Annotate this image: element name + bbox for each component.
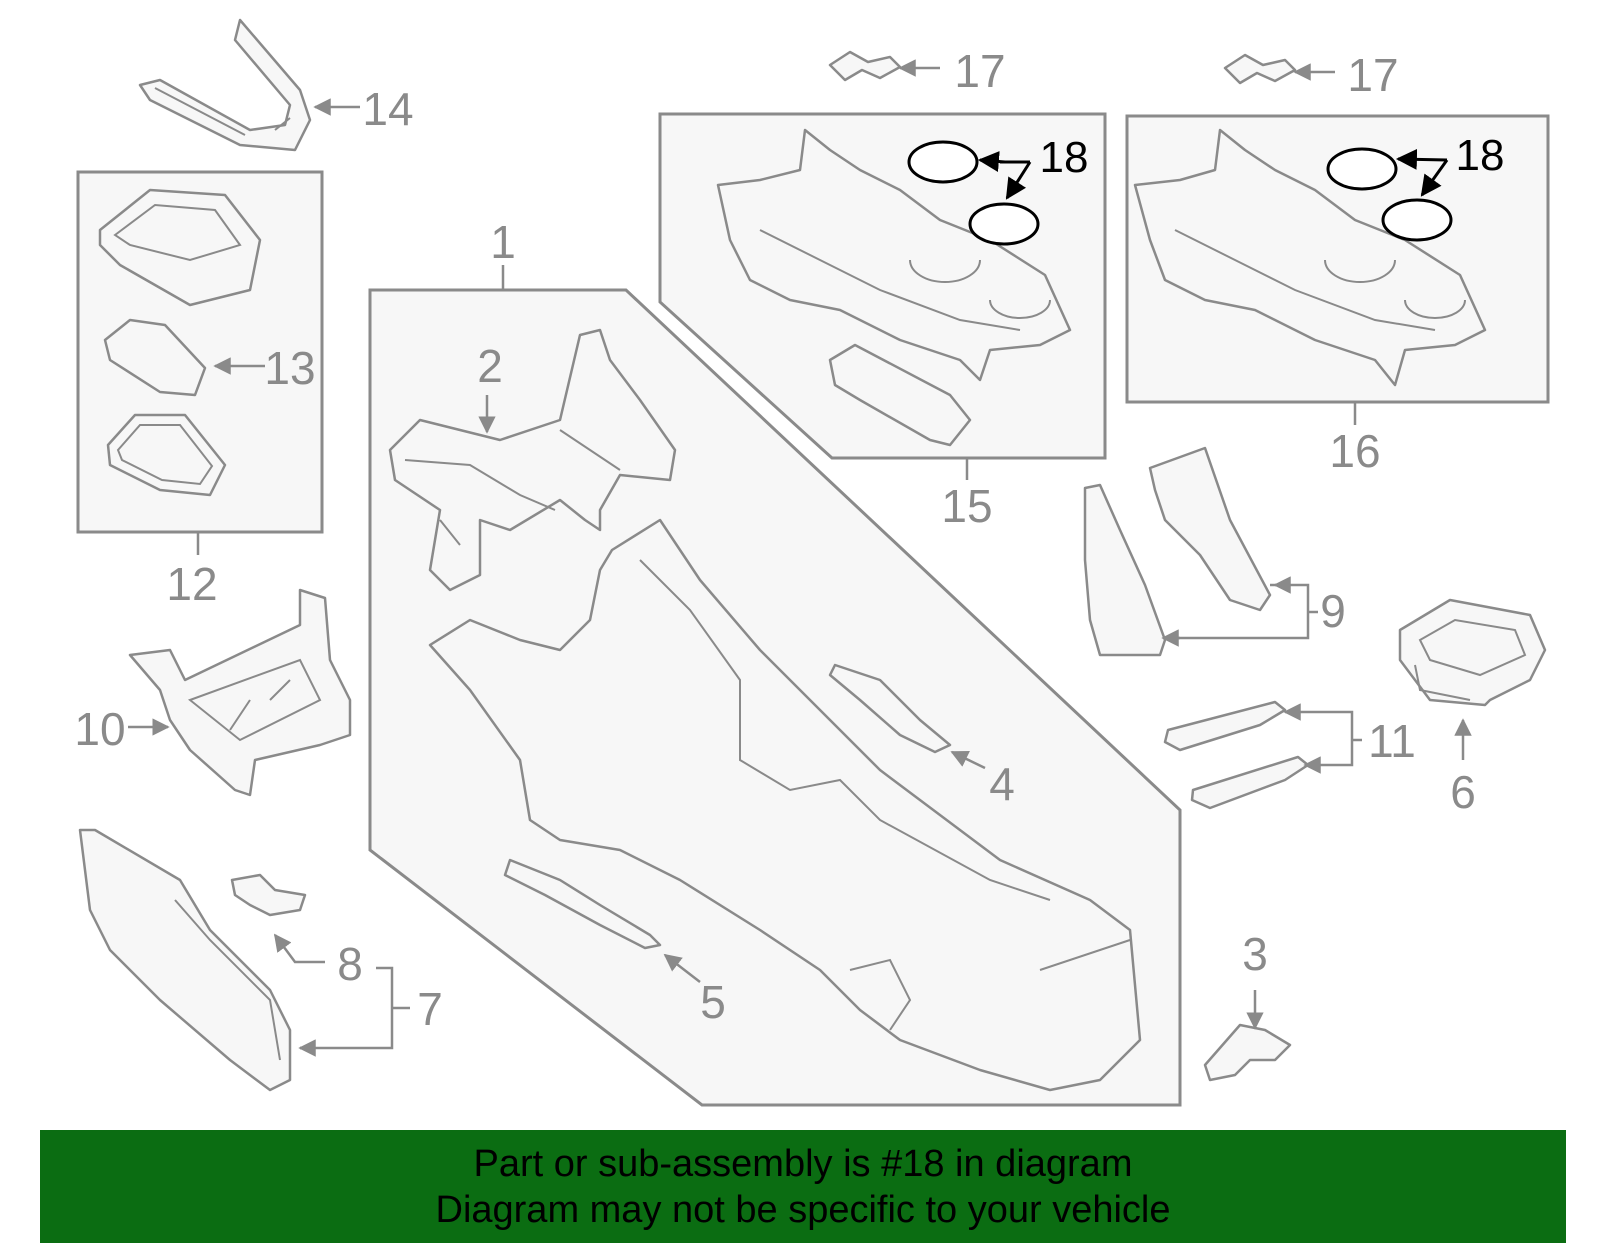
callout-17-left: 17 bbox=[954, 45, 1005, 97]
callout-11: 11 bbox=[1368, 715, 1416, 767]
callout-2: 2 bbox=[477, 340, 503, 392]
box-15 bbox=[658, 112, 1107, 460]
callout-labels: 1 2 3 4 5 6 7 8 9 10 11 12 13 14 15 16 1… bbox=[74, 45, 1504, 1035]
box-12 bbox=[76, 170, 324, 534]
parts-diagram: 1 2 3 4 5 6 7 8 9 10 11 12 13 14 15 16 1… bbox=[74, 18, 1550, 1107]
part-9-panels bbox=[1083, 446, 1272, 657]
part-7-panel bbox=[78, 828, 292, 1092]
box-1 bbox=[368, 288, 1182, 1107]
callout-15: 15 bbox=[941, 480, 992, 532]
part-10-bracket bbox=[128, 588, 352, 797]
callout-6: 6 bbox=[1450, 766, 1476, 818]
part-18-mats bbox=[907, 140, 1453, 246]
callout-12: 12 bbox=[166, 558, 217, 610]
part-8-clip bbox=[230, 873, 307, 917]
part-3-clip bbox=[1203, 1023, 1292, 1082]
callout-14: 14 bbox=[362, 83, 413, 135]
callout-1: 1 bbox=[490, 216, 516, 268]
callout-18-right: 18 bbox=[1456, 131, 1505, 180]
callout-16: 16 bbox=[1329, 425, 1380, 477]
info-banner: Part or sub-assembly is #18 in diagram D… bbox=[40, 1130, 1566, 1243]
part-11-strips bbox=[1163, 700, 1310, 810]
part-14-trim bbox=[138, 18, 312, 152]
callout-9: 9 bbox=[1320, 585, 1346, 637]
leader-lines bbox=[128, 59, 1472, 1057]
part-6-cup bbox=[1398, 598, 1547, 707]
box-16 bbox=[1125, 114, 1550, 404]
callout-17-right: 17 bbox=[1347, 49, 1398, 101]
banner-line-2: Diagram may not be specific to your vehi… bbox=[435, 1188, 1171, 1231]
callout-13: 13 bbox=[264, 342, 315, 394]
banner-line-1: Part or sub-assembly is #18 in diagram bbox=[473, 1142, 1133, 1185]
callout-3: 3 bbox=[1242, 928, 1268, 980]
callout-18-left: 18 bbox=[1040, 133, 1089, 182]
callout-10: 10 bbox=[74, 703, 125, 755]
part-17-gaskets bbox=[828, 50, 1297, 85]
callout-7: 7 bbox=[417, 983, 443, 1035]
callout-4: 4 bbox=[989, 758, 1015, 810]
callout-5: 5 bbox=[700, 976, 726, 1028]
leader-lines-18 bbox=[977, 148, 1449, 200]
callout-8: 8 bbox=[337, 938, 363, 990]
